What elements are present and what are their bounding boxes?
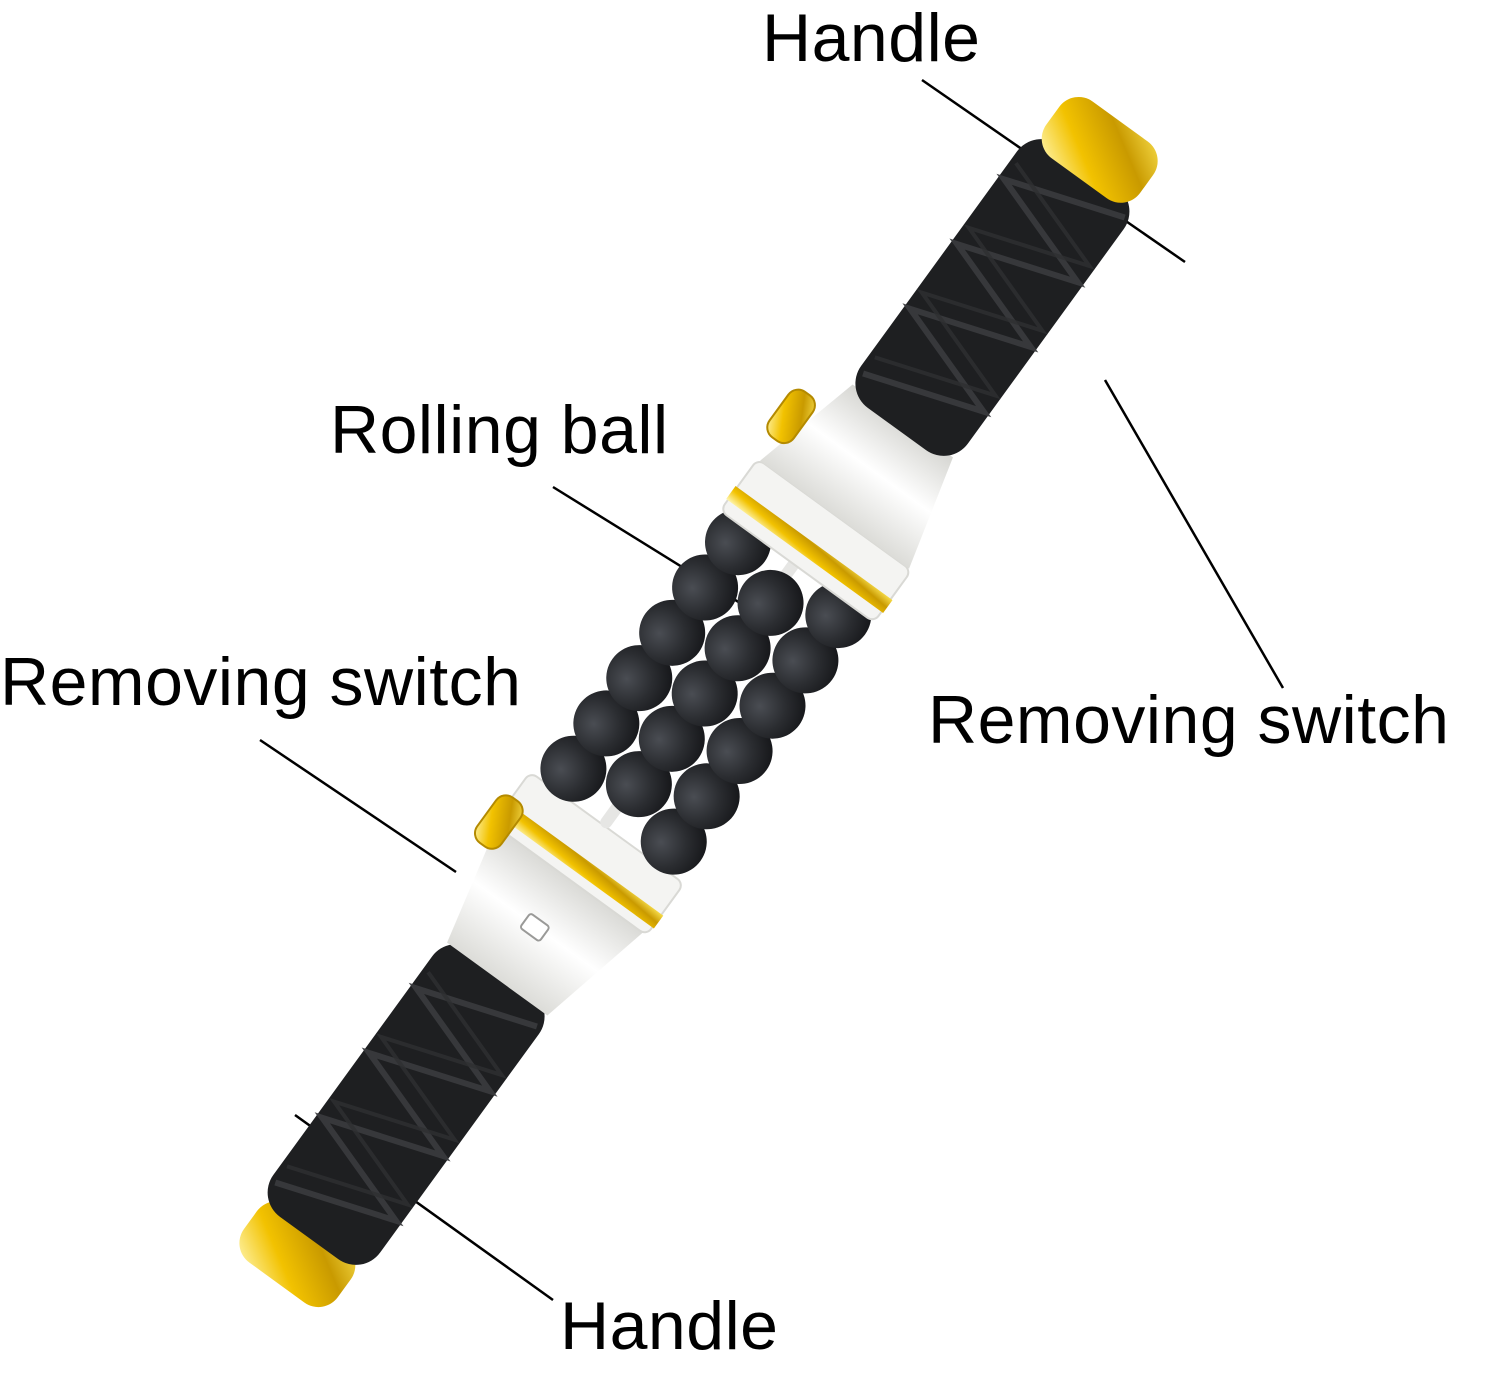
rolling-ball [671, 660, 738, 727]
rolling-ball [573, 690, 640, 757]
top-end-cap [1041, 96, 1158, 203]
rolling-ball [737, 569, 804, 636]
rolling-ball [540, 735, 607, 802]
leader-line-right-switch [1103, 379, 1285, 689]
rolling-ball [772, 627, 839, 694]
rolling-ball [606, 645, 673, 712]
label-bottom-handle: Handle [560, 1288, 779, 1364]
left-removing-switch-button [473, 794, 524, 850]
top-grip-handle [855, 139, 1130, 456]
rolling-ball [704, 615, 771, 682]
label-rolling-ball: Rolling ball [330, 392, 669, 468]
right-removing-switch-button [766, 388, 816, 445]
rolling-ball [706, 718, 773, 785]
label-left-removing-switch: Removing switch [0, 644, 522, 720]
bottom-end-cap [239, 1201, 356, 1308]
rolling-ball [639, 599, 706, 666]
rolling-ball [640, 808, 707, 875]
bottom-grip-handle [267, 944, 545, 1265]
rolling-ball [638, 705, 705, 772]
label-top-handle: Handle [762, 0, 981, 76]
rolling-ball [605, 751, 672, 818]
rolling-ball [739, 672, 806, 739]
leader-line-left-switch [259, 738, 457, 874]
rolling-ball [673, 763, 740, 830]
label-right-removing-switch: Removing switch [928, 682, 1450, 758]
bottom-body [447, 774, 682, 1016]
rolling-ball [672, 554, 739, 621]
